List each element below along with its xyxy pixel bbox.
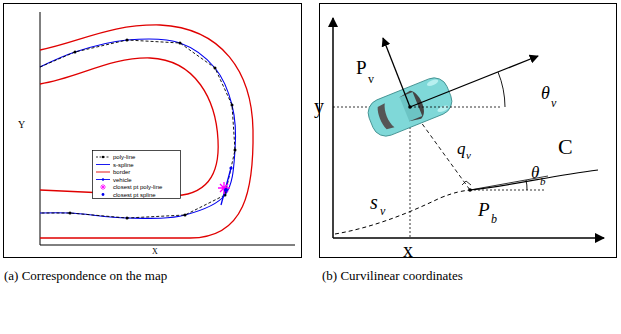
symbol: P [356, 58, 367, 77]
caption: (a) Correspondence on the map [4, 268, 204, 284]
symbol: P [478, 200, 490, 219]
legend-entry: border [113, 169, 130, 175]
legend-entry: vehicle [113, 177, 132, 183]
axis-label: x [403, 240, 413, 260]
symbol: θ [541, 84, 550, 102]
point-marker [468, 188, 472, 192]
lateral-axis [383, 38, 410, 107]
right-angle [462, 181, 471, 185]
axis-label: y [314, 96, 324, 116]
legend-entry: poly-line [113, 154, 135, 160]
closest-point-dot [224, 188, 228, 192]
spline-line [40, 39, 236, 219]
arc-length [335, 190, 470, 234]
legend-entry: closest pt spline [113, 192, 156, 198]
subscript: v [551, 97, 556, 109]
poly-line-vertex [126, 39, 129, 42]
poly-line-vertex [126, 217, 129, 220]
subscript: v [380, 205, 385, 217]
symbol: θ [531, 164, 539, 181]
legend-entry: s-spline [113, 162, 134, 168]
angle-arc [498, 72, 505, 107]
poly-line-vertex [214, 67, 217, 70]
curve-label: C [558, 136, 573, 158]
poly-line-vertex [234, 149, 237, 152]
vehicle-marker [229, 166, 232, 169]
heading-axis [410, 56, 538, 107]
legend-entry: closest pt poly-line [113, 184, 162, 190]
track-border [40, 25, 253, 238]
poly-line-vertex [179, 42, 182, 45]
horizontal-reference [470, 190, 545, 191]
subscript: b [491, 213, 497, 225]
poly-line [40, 40, 235, 218]
poly-line-vertex [184, 214, 187, 217]
subscript: v [368, 73, 374, 85]
subscript: v [466, 150, 471, 161]
plot-axes [40, 12, 295, 245]
point-marker [408, 105, 412, 109]
caption: (b) Curvilinear coordinates [322, 268, 522, 284]
x-axis [333, 237, 604, 239]
panel-frame [4, 4, 302, 258]
poly-line-vertex [69, 212, 72, 215]
legend-box [93, 151, 181, 199]
poly-line-vertex [231, 104, 234, 107]
horizontal-reference [410, 107, 500, 108]
y-axis [332, 18, 334, 238]
angle-arc [526, 180, 527, 190]
axis-label: X [152, 248, 158, 256]
closest-point-star [218, 182, 230, 194]
symbol: q [457, 140, 466, 157]
axis-label: Y [18, 120, 25, 130]
subscript: b [540, 176, 546, 187]
legend-samples [96, 156, 110, 196]
poly-line-vertex [74, 51, 77, 54]
panel-frame [320, 4, 617, 258]
symbol: s [370, 192, 378, 212]
